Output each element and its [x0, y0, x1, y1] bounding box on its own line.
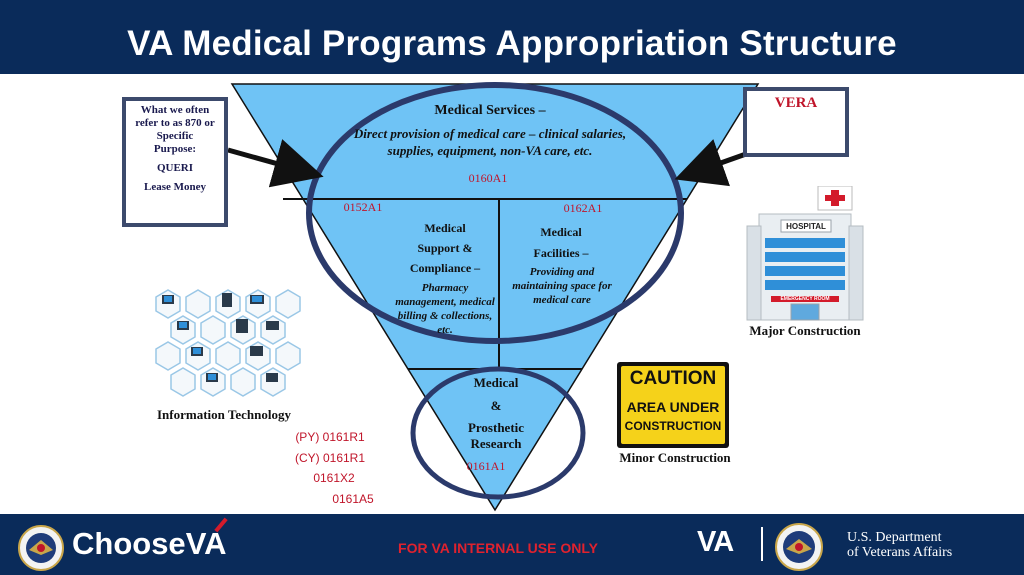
support-compliance-desc-2: management, medical [395, 296, 495, 308]
research-line-4: Research [470, 436, 522, 451]
support-compliance-desc-3: billing & collections, [397, 310, 493, 322]
research-line-3: Prosthetic [467, 420, 525, 435]
title-bar: VA Medical Programs Appropriation Struct… [0, 0, 1024, 74]
arrow-left [227, 139, 324, 188]
specific-purpose-line-4: Purpose: [153, 143, 197, 155]
va-seal-icon [18, 525, 64, 571]
facilities-code: 0162A1 [563, 201, 603, 215]
emergency-room-sign: EMERGENCY ROOM [780, 296, 830, 302]
research-line-2: & [490, 398, 502, 413]
minor-construction-label: Minor Construction [619, 450, 731, 465]
vera-box: VERA [743, 87, 849, 157]
information-technology-label: Information Technology [157, 407, 291, 422]
it-code-a5: 0161A5 [332, 492, 374, 506]
hospital-illustration [746, 186, 864, 321]
medical-services-desc-1: Direct provision of medical care – clini… [353, 126, 627, 141]
it-code-x2: 0161X2 [313, 471, 355, 485]
it-code-py: (PY) 0161R1 [295, 430, 365, 444]
facilities-desc-1: Providing and [529, 266, 595, 278]
it-code-cy: (CY) 0161R1 [294, 451, 366, 465]
lease-money-label: Lease Money [143, 181, 206, 193]
va-logo: VA [697, 526, 734, 558]
hospital-sign: HOSPITAL [786, 222, 826, 231]
footer-bar: ChooseVA FOR VA INTERNAL USE ONLY VA U.S… [0, 514, 1024, 575]
caution-sign-inner [621, 366, 725, 444]
caution-title: CAUTION [629, 368, 717, 389]
support-compliance-line-1: Medical [424, 221, 466, 235]
facilities-desc-2: maintaining space for [512, 280, 612, 292]
support-compliance-desc-1: Pharmacy [421, 282, 469, 294]
department-seal-icon [775, 523, 823, 571]
research-code: 0161A1 [466, 459, 506, 473]
support-compliance-line-3: Compliance – [409, 261, 481, 275]
facilities-line-1: Medical [540, 225, 582, 239]
choose-va-logo: ChooseVA [72, 526, 226, 562]
vera-label: VERA [774, 95, 818, 111]
footer-logo-divider [761, 527, 763, 561]
medical-services-code: 0160A1 [468, 171, 508, 185]
specific-purpose-line-2: refer to as 870 or [135, 117, 215, 129]
queri-label: QUERI [156, 162, 194, 174]
support-compliance-desc-4: etc. [437, 324, 453, 336]
page-title: VA Medical Programs Appropriation Struct… [127, 24, 897, 63]
small-ring [410, 366, 586, 500]
facilities-line-2: Facilities – [533, 246, 589, 260]
network-illustration [146, 277, 303, 399]
choose-word: Choose [72, 526, 186, 561]
large-ring [306, 82, 684, 344]
support-compliance-code: 0152A1 [343, 200, 383, 214]
department-name-line-1: U.S. Department [847, 530, 942, 545]
caution-line-2: AREA UNDER [626, 399, 720, 415]
medical-services-title: Medical Services – [434, 103, 546, 118]
medical-services-desc-2: supplies, equipment, non-VA care, etc. [387, 143, 593, 158]
major-construction-label: Major Construction [749, 323, 861, 338]
caution-line-3: CONSTRUCTION [624, 419, 722, 433]
support-compliance-line-2: Support & [417, 241, 473, 255]
arrow-right [674, 139, 747, 187]
facilities-desc-3: medical care [533, 294, 591, 306]
department-name-line-2: of Veterans Affairs [847, 545, 953, 560]
research-line-1: Medical [473, 375, 519, 390]
internal-use-notice: FOR VA INTERNAL USE ONLY [398, 540, 598, 556]
specific-purpose-box: What we often refer to as 870 or Specifi… [122, 97, 228, 227]
choose-va-word: VA [185, 526, 227, 561]
specific-purpose-line-3: Specific [156, 130, 194, 142]
caution-sign: CAUTION AREA UNDER CONSTRUCTION [617, 362, 729, 448]
specific-purpose-line-1: What we often [140, 104, 210, 116]
